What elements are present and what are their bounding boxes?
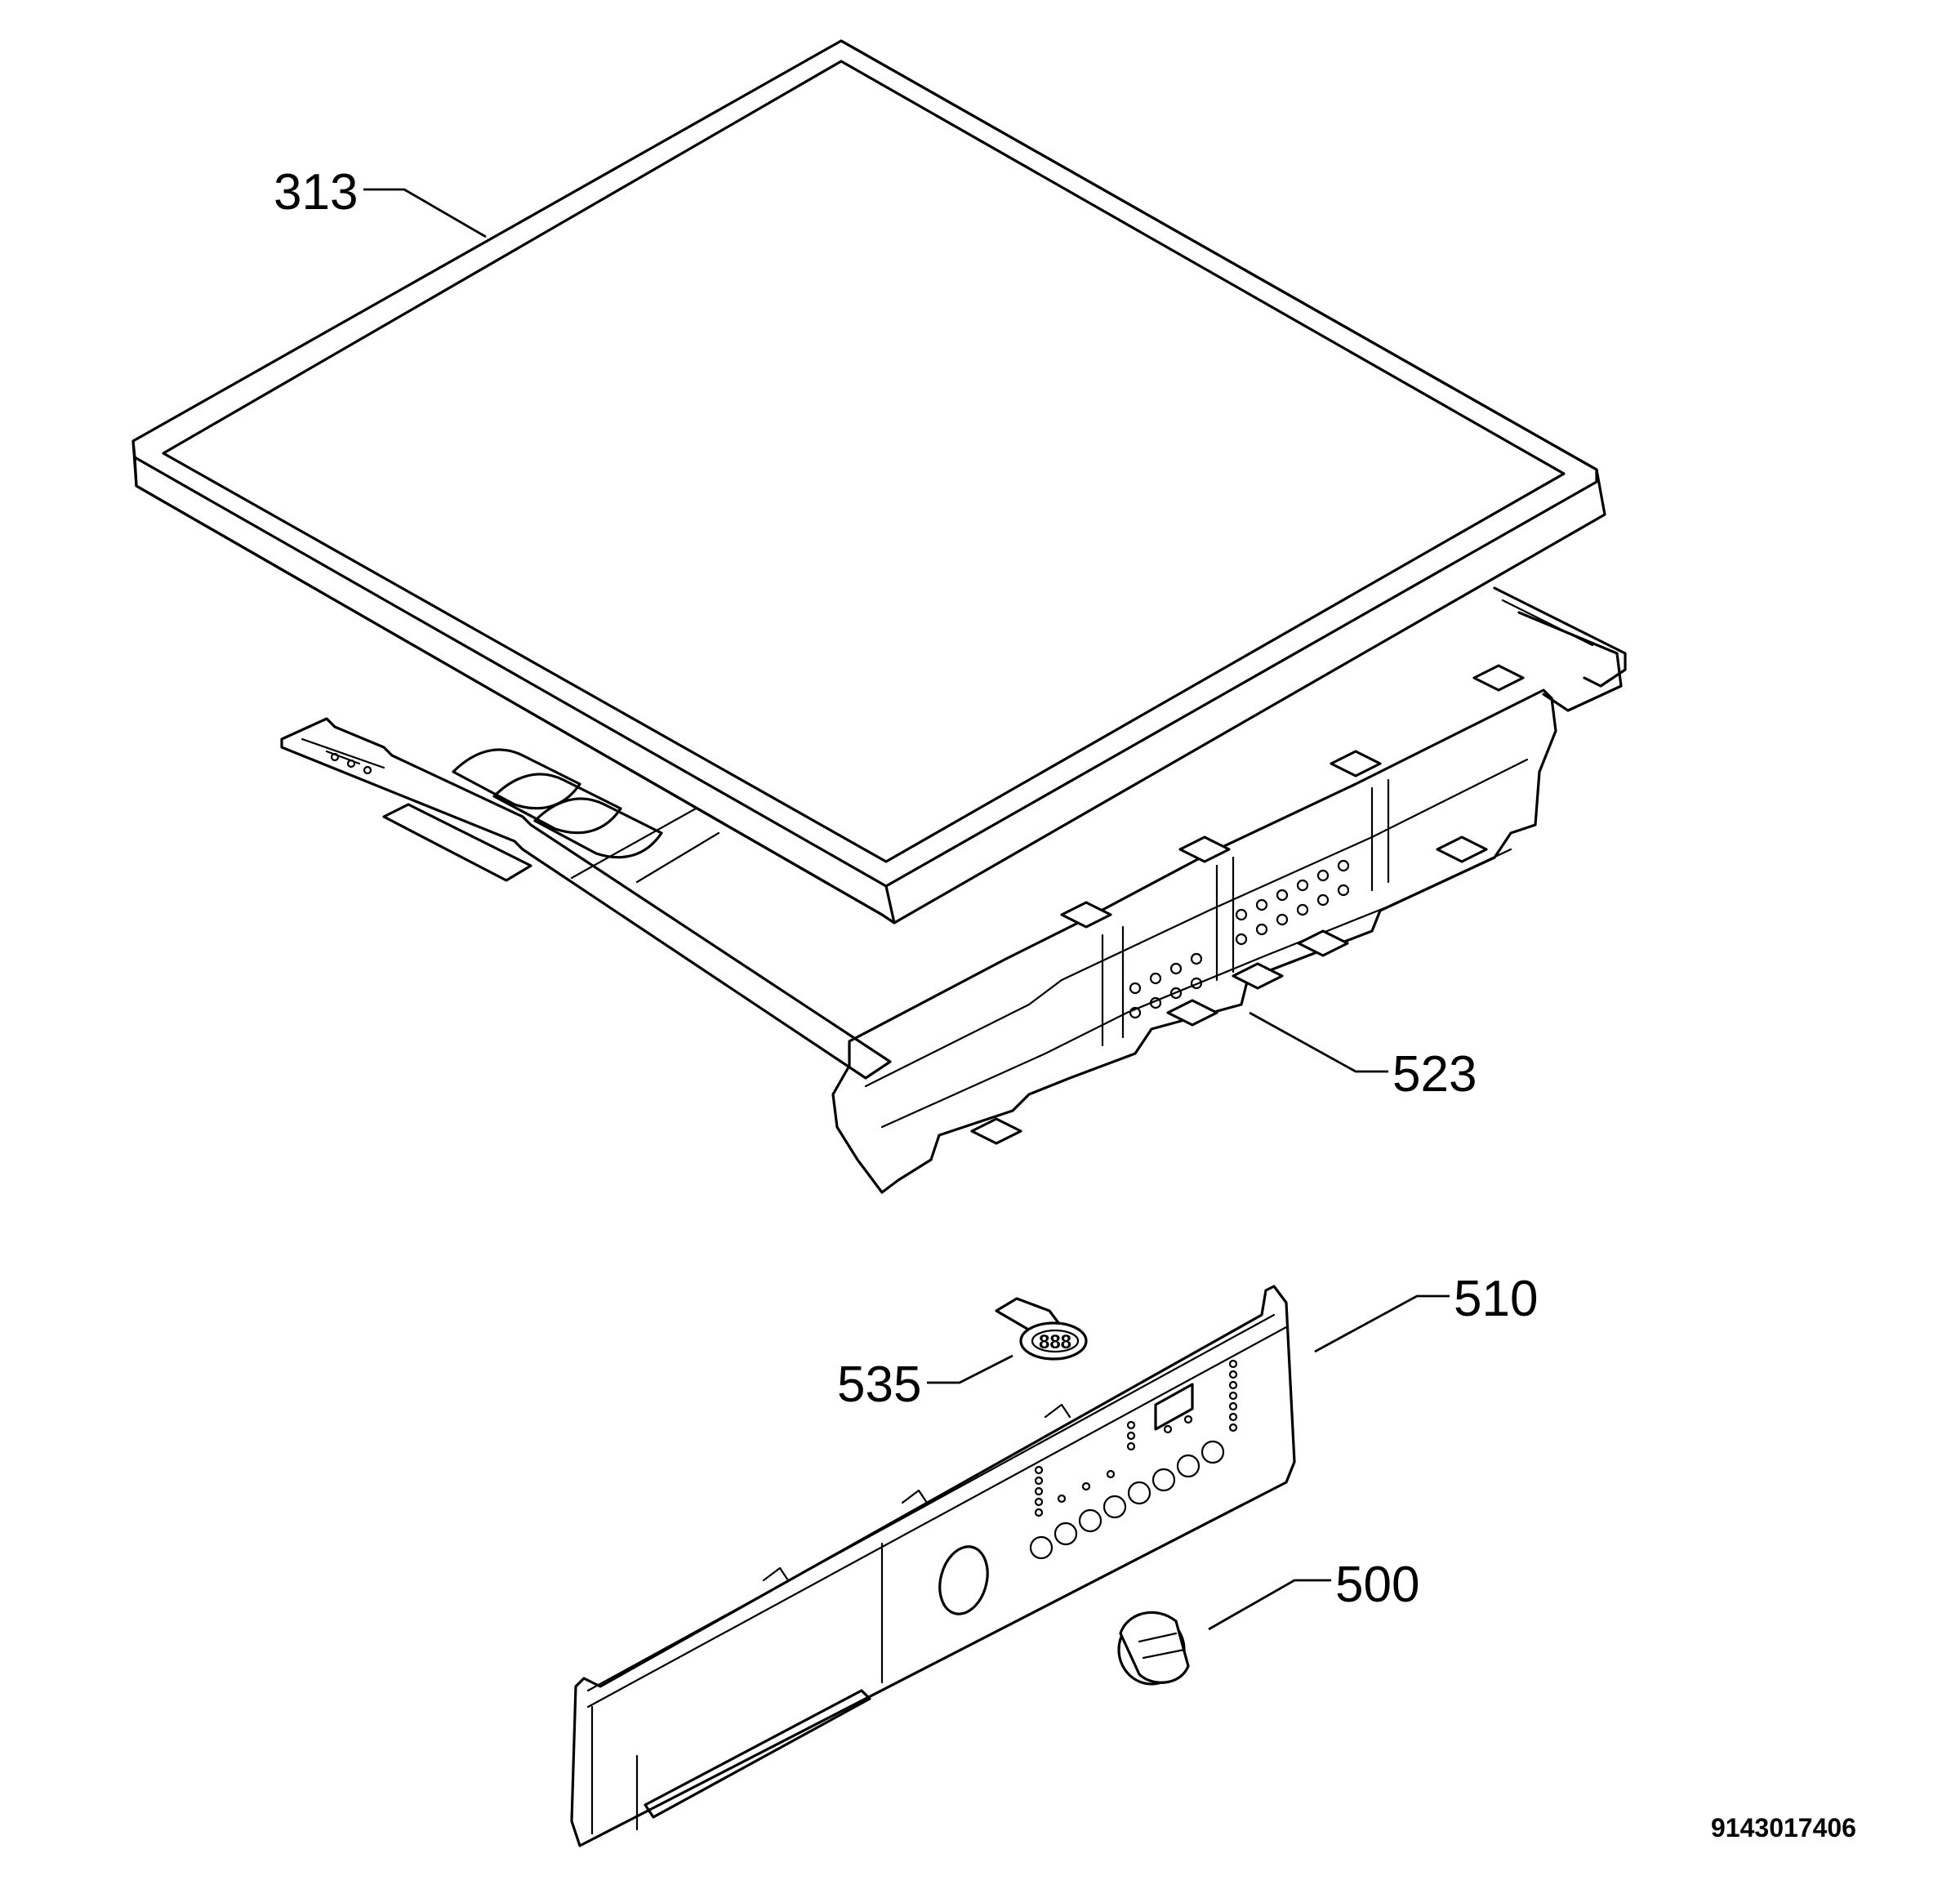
panel-buttons [1029, 1440, 1225, 1560]
leader-313 [363, 188, 487, 238]
leader-535 [927, 1354, 1013, 1384]
indicator-leds [1034, 1359, 1238, 1517]
part-510-control-panel [570, 1285, 1296, 1847]
callout-313: 313 [274, 164, 359, 221]
leader-523 [1249, 1011, 1388, 1073]
leader-lines [363, 188, 1450, 1631]
drawing-code: 9143017406 [1711, 1813, 1856, 1842]
leader-510 [1314, 1294, 1450, 1353]
part-535-display-lens: 888 [995, 1297, 1088, 1361]
part-500-program-knob [1117, 1611, 1190, 1686]
leader-500 [1208, 1579, 1331, 1631]
callout-535: 535 [837, 1357, 922, 1413]
part-313-worktop [131, 39, 1606, 924]
callout-510: 510 [1454, 1271, 1539, 1327]
display-digits: 888 [1039, 1331, 1071, 1353]
vent-holes [1129, 859, 1350, 1019]
part-523-panel-frame [280, 586, 1627, 1194]
callout-500: 500 [1335, 1557, 1420, 1613]
callout-523: 523 [1392, 1046, 1477, 1103]
